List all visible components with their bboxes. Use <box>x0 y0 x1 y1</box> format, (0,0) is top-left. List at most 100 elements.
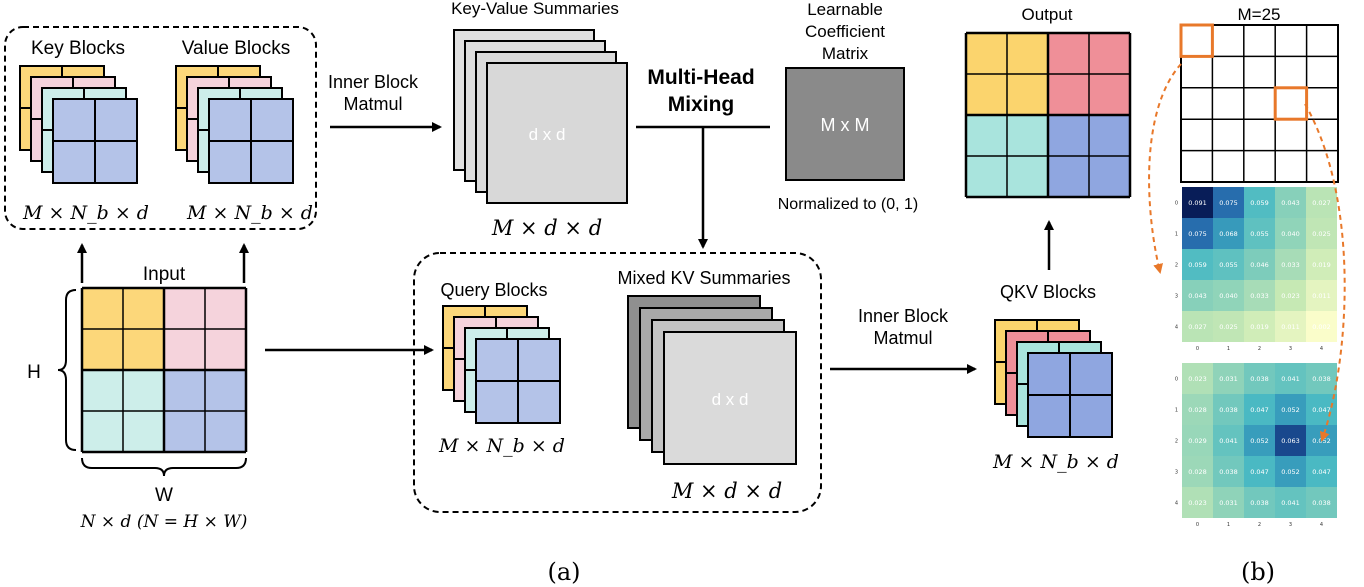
heatmap1-cell-4-2 <box>1244 311 1275 342</box>
heatmap1-ytick-4: 4 <box>1175 325 1178 331</box>
heatmap2-cell-3-0 <box>1182 456 1213 487</box>
qkv-stack-layer-3 <box>1027 352 1113 438</box>
mixed-inner-label: d x d <box>712 390 749 409</box>
inner-block-matmul-label-1-line1: Inner Block <box>328 72 419 92</box>
heatmap1-ytick-3: 3 <box>1175 294 1178 300</box>
heatmap1-cell-4-3 <box>1275 311 1306 342</box>
heatmap1-xtick-2: 2 <box>1258 346 1261 352</box>
heatmap1-cell-0-2 <box>1244 187 1275 218</box>
heatmap2-cell-2-2 <box>1244 425 1275 456</box>
heatmap2-value-2-1: 0.041 <box>1219 437 1238 445</box>
heatmap1-value-0-1: 0.075 <box>1219 199 1238 207</box>
heatmap2-value-3-3: 0.052 <box>1281 468 1300 476</box>
heatmap1-xtick-0: 0 <box>1196 346 1199 352</box>
heatmap2-value-2-2: 0.052 <box>1250 437 1269 445</box>
heatmap1-cell-3-1 <box>1213 280 1244 311</box>
output-grid <box>964 31 1132 199</box>
heatmap1-cell-3-3 <box>1275 280 1306 311</box>
heatmap2-cell-0-0 <box>1182 363 1213 394</box>
h-label: H <box>27 362 41 383</box>
heatmap2-value-2-4: 0.052 <box>1312 437 1331 445</box>
coef-label-line3: Matrix <box>822 44 869 63</box>
heatmap1-cell-3-4 <box>1306 280 1337 311</box>
heatmap2-value-1-3: 0.052 <box>1281 406 1300 414</box>
heatmap2-cell-0-3 <box>1275 363 1306 394</box>
normalized-label: Normalized to (0, 1) <box>778 196 919 213</box>
heatmap2-cell-3-2 <box>1244 456 1275 487</box>
heatmap1-value-2-1: 0.055 <box>1219 261 1238 269</box>
input-shape-label: N × d (N = H × W) <box>80 512 248 532</box>
heatmap2-xtick-2: 2 <box>1258 522 1261 528</box>
multi-head-mixing-line2: Mixing <box>668 93 735 116</box>
heatmap1-cell-0-3 <box>1275 187 1306 218</box>
heatmap1-value-2-4: 0.019 <box>1312 261 1331 269</box>
heatmap2-cell-4-4 <box>1306 487 1337 518</box>
mixed-kv-stack <box>627 295 797 465</box>
heatmap2-value-0-4: 0.038 <box>1312 375 1331 383</box>
heatmap2-value-2-3: 0.063 <box>1281 437 1300 445</box>
heatmap2-xtick-0: 0 <box>1196 522 1199 528</box>
heatmap1-value-0-3: 0.043 <box>1281 199 1300 207</box>
heatmap2-value-3-0: 0.028 <box>1188 468 1207 476</box>
heatmap1-cell-1-0 <box>1182 218 1213 249</box>
heatmap1-ytick-2: 2 <box>1175 263 1178 269</box>
heatmap1-value-3-4: 0.011 <box>1312 292 1331 300</box>
value-stack-layer-3 <box>208 98 294 184</box>
heatmap1-value-1-1: 0.068 <box>1219 230 1238 238</box>
heatmap2-cell-2-0 <box>1182 425 1213 456</box>
coef-label-line1: Learnable <box>807 0 883 19</box>
mixed-stack-layer-3 <box>663 331 797 465</box>
heatmap2-cell-1-1 <box>1213 394 1244 425</box>
heatmap2-cell-3-3 <box>1275 456 1306 487</box>
heatmap2-cell-2-1 <box>1213 425 1244 456</box>
heatmap1-cell-4-4 <box>1306 311 1337 342</box>
heatmap1-ytick-1: 1 <box>1175 232 1178 238</box>
heatmap2-value-1-0: 0.028 <box>1188 406 1207 414</box>
heatmap1-value-4-4: 0.002 <box>1312 323 1331 331</box>
heatmap2-cell-4-2 <box>1244 487 1275 518</box>
heatmap2-xtick-4: 4 <box>1320 522 1323 528</box>
query-blocks-stack <box>442 305 561 424</box>
key-shape-label: M × N_b × d <box>22 202 149 224</box>
qkv-blocks-stack <box>994 319 1113 438</box>
query-mixed-group <box>413 252 822 513</box>
caption-a: (a) <box>547 558 580 586</box>
heatmap2-cell-0-1 <box>1213 363 1244 394</box>
orange-dashed-arrow-2 <box>1304 103 1346 442</box>
kv-shape-label: M × d × d <box>491 216 602 240</box>
input-label: Input <box>143 264 186 285</box>
heatmap2-value-4-1: 0.031 <box>1219 499 1238 507</box>
heatmap1-value-3-0: 0.043 <box>1188 292 1207 300</box>
heatmap2-value-0-3: 0.041 <box>1281 375 1300 383</box>
heatmap1-cell-2-4 <box>1306 249 1337 280</box>
heatmap1-cell-4-0 <box>1182 311 1213 342</box>
inner-block-matmul-label-1-line2: Matmul <box>343 94 402 114</box>
heatmap2-cell-1-4 <box>1306 394 1337 425</box>
kv-summaries-label: Key-Value Summaries <box>451 0 619 18</box>
heatmap1-cell-0-4 <box>1306 187 1337 218</box>
heatmap1-cell-3-2 <box>1244 280 1275 311</box>
mixed-shape-label: M × d × d <box>671 479 782 503</box>
heatmap2-ytick-3: 3 <box>1175 470 1178 476</box>
m-grid-frame <box>1180 24 1339 183</box>
heatmap1-value-1-3: 0.040 <box>1281 230 1300 238</box>
heatmap2-value-1-4: 0.047 <box>1312 406 1331 414</box>
heatmap1-cell-2-1 <box>1213 249 1244 280</box>
heatmap2-value-0-0: 0.023 <box>1188 375 1207 383</box>
heatmap1-xtick-3: 3 <box>1289 346 1292 352</box>
heatmap1-value-3-1: 0.040 <box>1219 292 1238 300</box>
coef-inner-label: M x M <box>821 115 870 135</box>
kv-inner-label: d x d <box>529 125 566 144</box>
heatmap2-value-3-1: 0.038 <box>1219 468 1238 476</box>
heatmap1-cell-2-2 <box>1244 249 1275 280</box>
value-blocks-label: Value Blocks <box>182 38 290 59</box>
m-grid <box>1179 23 1339 183</box>
heatmap1-cell-4-1 <box>1213 311 1244 342</box>
query-shape-label: M × N_b × d <box>438 435 565 457</box>
heatmap1-xtick-1: 1 <box>1227 346 1230 352</box>
heatmap2-xtick-3: 3 <box>1289 522 1292 528</box>
kv-stack-layer-3 <box>486 62 628 204</box>
